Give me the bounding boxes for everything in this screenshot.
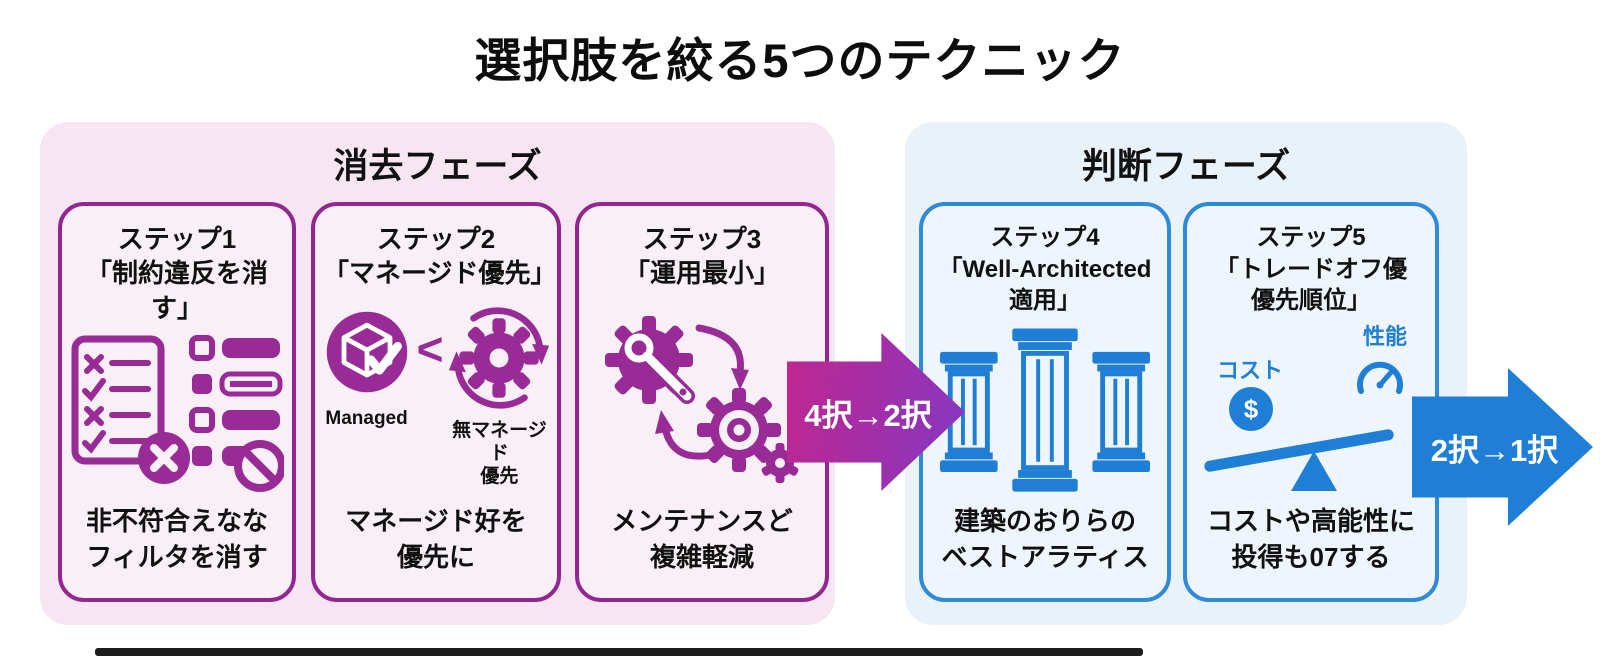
constraint-filter-icon xyxy=(71,334,284,492)
step3-title-line1: ステップ3 xyxy=(642,224,762,254)
step1-card: ステップ1 「制約違反を消す」 xyxy=(58,202,296,602)
arrow2-label: 2択→1択 xyxy=(1430,432,1559,468)
step2-title: ステップ2 「マネージド優先」 xyxy=(323,222,557,291)
gauge-icon xyxy=(1357,361,1403,395)
step4-icon-area xyxy=(931,317,1159,504)
step5-card: ステップ5 「トレードオフ優 優先順位」 コスト $ 性能 コストや高能性に 投… xyxy=(1183,202,1439,602)
step5-caption-line2: 投得も07する xyxy=(1231,542,1391,573)
prohibition-icon xyxy=(234,439,284,492)
judgment-phase-title: 判断フェーズ xyxy=(1081,147,1291,186)
step4-caption: 建築のおりらの ベストアラティス xyxy=(942,504,1149,576)
wrench-icon xyxy=(624,333,695,405)
step1-title-line1: ステップ1 xyxy=(117,224,237,254)
step3-caption-line1: メンテナンスど xyxy=(611,506,793,537)
elimination-phase-title: 消去フェーズ xyxy=(333,147,542,186)
bottom-edge-strip xyxy=(95,648,1143,656)
step3-title: ステップ3 「運用最小」 xyxy=(624,222,780,291)
performance-label: 性能 xyxy=(1363,324,1408,350)
step4-card: ステップ4 「Well-Architected 適用」 xyxy=(919,202,1171,602)
step3-caption-line2: 複雑軽減 xyxy=(649,542,754,573)
step1-title: ステップ1 「制約違反を消す」 xyxy=(70,222,284,325)
seesaw-fulcrum xyxy=(1291,451,1337,492)
step4-title-line3: 適用」 xyxy=(1009,287,1081,315)
step1-caption-line1: 非不符合えなな xyxy=(85,506,268,537)
step2-title-line2: 「マネージド優先」 xyxy=(323,258,557,289)
maintenance-cycle-icon xyxy=(605,316,799,484)
step2-icon-area: Managed < xyxy=(323,291,551,505)
step3-icon-area xyxy=(587,291,817,505)
managed-service-icon xyxy=(326,311,407,393)
step1-caption-line2: フィルタを消す xyxy=(86,542,268,573)
managed-label: Managed xyxy=(325,408,408,430)
step4-title-line1: ステップ4 xyxy=(990,224,1100,251)
checklist-x-icon xyxy=(71,335,165,465)
step2-caption-line1: マネージド好を xyxy=(345,506,527,537)
unmanaged-label: 無マネージド 優先 xyxy=(447,420,551,488)
step5-title: ステップ5 「トレードオフ優 優先順位」 xyxy=(1215,222,1407,317)
step5-title-line3: 優先順位」 xyxy=(1251,287,1371,315)
step3-title-line2: 「運用最小」 xyxy=(623,258,780,289)
step2-card: ステップ2 「マネージド優先」 Managed xyxy=(311,202,561,602)
pillars-icon xyxy=(939,328,1150,492)
step2-caption: マネージド好を 優先に xyxy=(345,504,526,576)
self-managed-gear-icon xyxy=(449,307,550,409)
step5-title-line1: ステップ5 xyxy=(1256,224,1366,251)
page-title: 選択肢を絞る5つのテクニック xyxy=(474,34,1126,87)
unmanaged-label-line1: 無マネージド xyxy=(452,420,547,465)
step1-icon-area xyxy=(70,325,284,504)
dollar-coin-icon: $ xyxy=(1229,387,1273,432)
step4-title: ステップ4 「Well-Architected 適用」 xyxy=(939,222,1152,317)
step5-title-line2: 「トレードオフ優 xyxy=(1215,255,1407,283)
step2-title-line1: ステップ2 xyxy=(376,224,496,254)
step1-caption: 非不符合えなな フィルタを消す xyxy=(86,504,268,576)
step4-caption-line2: ベストアラティス xyxy=(941,542,1149,573)
step5-caption-line1: コストや高能性に xyxy=(1206,506,1415,537)
step3-caption: メンテナンスど 複雑軽減 xyxy=(611,504,792,576)
less-than-symbol: < xyxy=(416,323,444,376)
step5-icon-area: コスト $ 性能 xyxy=(1195,317,1427,504)
step3-card: ステップ3 「運用最小」 xyxy=(575,202,829,602)
step4-caption-line1: 建築のおりらの xyxy=(953,506,1136,537)
cost-label: コスト xyxy=(1217,358,1284,384)
unmanaged-label-line2: 優先 xyxy=(480,465,519,487)
step2-caption-line2: 優先に xyxy=(396,542,475,573)
cross-badge-icon xyxy=(138,431,190,484)
blocked-list-icon xyxy=(189,334,284,492)
step4-title-line2: 「Well-Architected xyxy=(938,255,1152,283)
arrow1-label: 4択→2択 xyxy=(804,397,932,433)
step5-caption: コストや高能性に 投得も07する xyxy=(1207,504,1415,576)
step1-title-line2: 「制約違反を消す」 xyxy=(85,258,268,323)
